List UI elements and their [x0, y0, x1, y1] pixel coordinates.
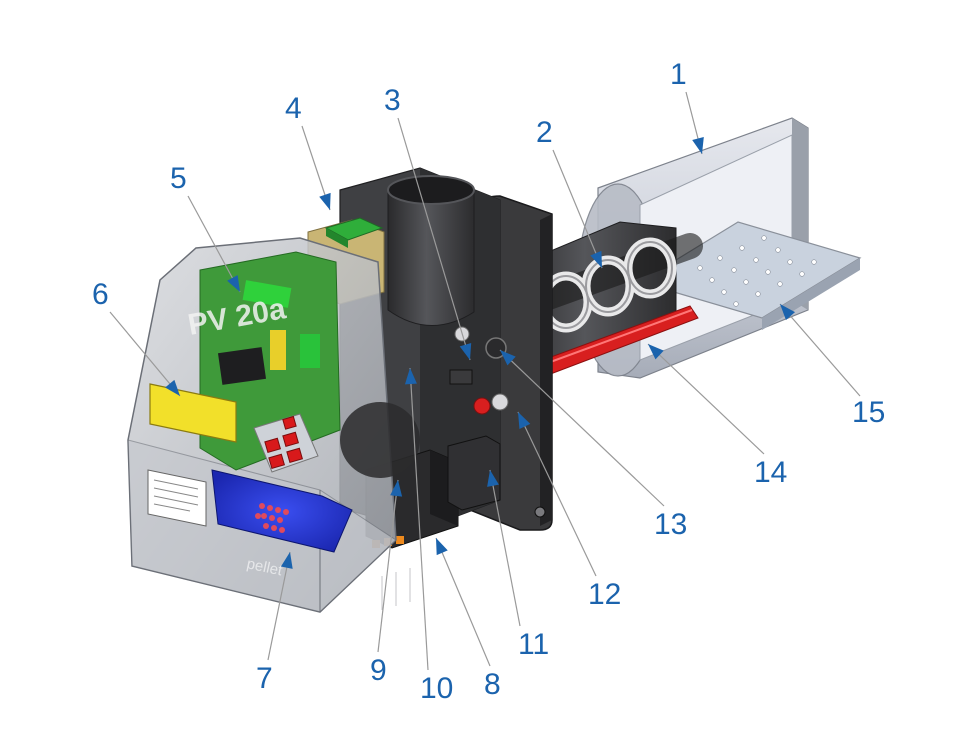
arrowhead-10	[404, 368, 417, 385]
callout-12: 12	[588, 578, 621, 611]
callout-2: 2	[536, 116, 553, 149]
arrowhead-6	[165, 379, 180, 396]
callout-11: 11	[518, 628, 549, 661]
leader-line-8	[435, 537, 491, 667]
arrowhead-11	[487, 470, 499, 487]
leader-line-7	[267, 551, 291, 661]
lcd-display	[149, 383, 237, 443]
leader-line-10	[409, 367, 429, 671]
leader-line-15	[779, 303, 861, 397]
callout-5: 5	[170, 162, 187, 195]
callout-13: 13	[654, 508, 687, 541]
callout-8: 8	[484, 668, 501, 701]
leader-line-12	[517, 411, 597, 577]
sensor-fittings	[449, 326, 509, 415]
arrowhead-4	[319, 192, 331, 210]
leader-line-6	[109, 311, 181, 397]
leader-line-9	[377, 479, 399, 653]
blower-fan	[211, 469, 353, 553]
arrowhead-1	[692, 137, 704, 154]
arrowhead-15	[780, 304, 796, 321]
callout-15: 15	[852, 396, 885, 429]
leader-line-2	[552, 149, 603, 269]
callout-7: 7	[256, 662, 273, 695]
rating-label	[147, 469, 207, 527]
callout-10: 10	[420, 672, 453, 705]
arrowhead-13	[500, 350, 516, 366]
callout-6: 6	[92, 278, 109, 311]
leader-lines	[109, 91, 861, 671]
callout-1: 1	[670, 58, 687, 91]
leader-line-11	[489, 469, 521, 627]
arrowhead-7	[280, 552, 293, 569]
callout-9: 9	[370, 654, 387, 687]
arrowhead-3	[459, 342, 472, 360]
callout-4: 4	[285, 92, 302, 125]
leader-line-14	[647, 343, 765, 455]
pellet-inlet	[387, 175, 475, 326]
control-buttons	[253, 413, 319, 473]
arrowhead-14	[648, 344, 664, 360]
leader-line-3	[397, 117, 471, 361]
leader-line-5	[187, 195, 241, 293]
leader-line-13	[499, 349, 665, 507]
arrowhead-8	[436, 538, 448, 556]
arrowhead-2	[590, 250, 602, 268]
arrowhead-5	[227, 275, 240, 292]
callout-14: 14	[754, 456, 787, 489]
arrowhead-12	[518, 412, 531, 430]
arrowhead-9	[390, 480, 403, 497]
callout-3: 3	[384, 84, 401, 117]
